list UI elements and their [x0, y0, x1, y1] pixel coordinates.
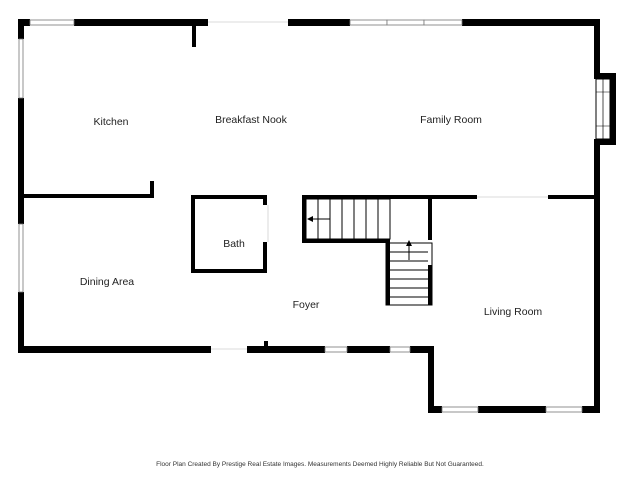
exterior-walls [18, 19, 600, 413]
room-label-dining-area: Dining Area [80, 276, 134, 288]
windows [18, 19, 583, 413]
door-openings [208, 21, 548, 350]
stair-arrow-up-icon [406, 240, 412, 260]
footer-disclaimer: Floor Plan Created By Prestige Real Esta… [156, 461, 484, 468]
stair-arrow-left-icon [307, 216, 330, 222]
room-labels: Kitchen Breakfast Nook Family Room Bath … [80, 114, 543, 318]
room-label-breakfast-nook: Breakfast Nook [215, 114, 288, 126]
room-label-family-room: Family Room [420, 114, 482, 126]
fireplace-icon [594, 73, 616, 145]
room-label-kitchen: Kitchen [93, 116, 128, 128]
staircase [305, 198, 433, 306]
room-label-bath: Bath [223, 238, 245, 250]
room-label-foyer: Foyer [293, 299, 320, 311]
room-label-living-room: Living Room [484, 306, 543, 318]
interior-walls [24, 26, 594, 348]
